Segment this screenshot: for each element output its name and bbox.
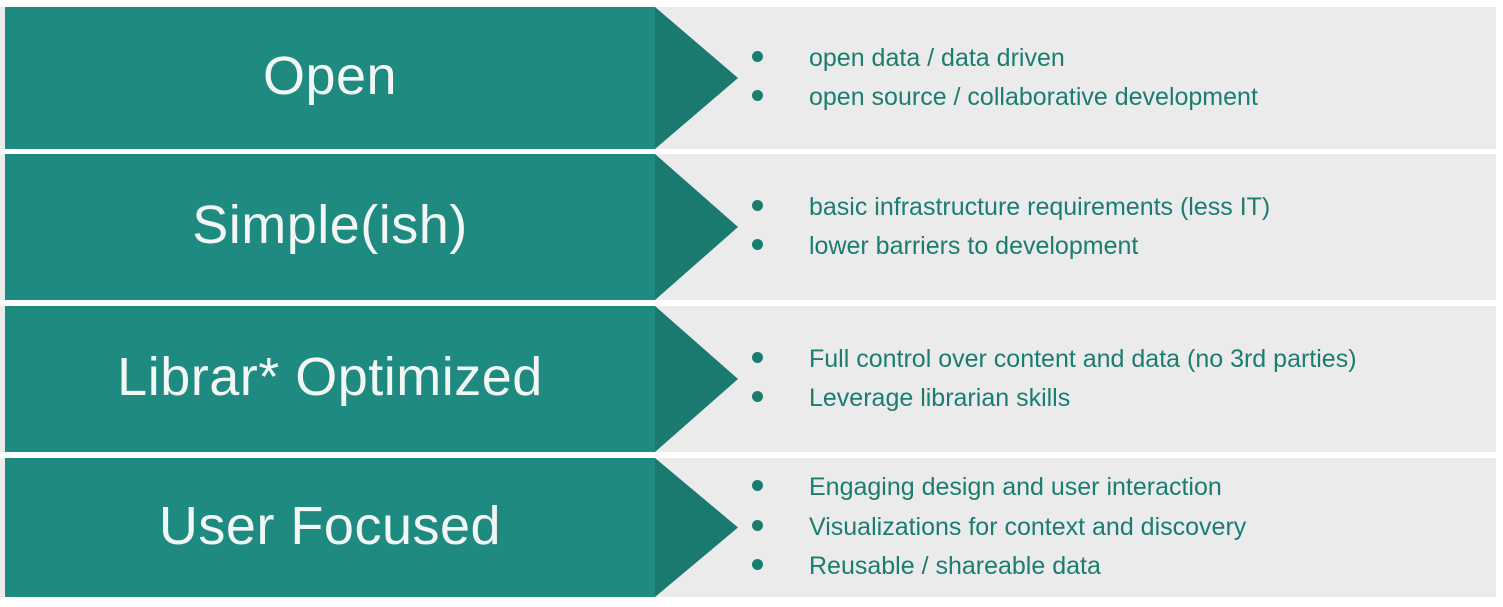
list-item: basic infrastructure requirements (less …: [752, 190, 1493, 226]
arrow-head-icon-2: [655, 154, 738, 300]
bullet-list-3: Full control over content and data (no 3…: [752, 306, 1493, 452]
arrow-head-icon-3: [655, 306, 738, 452]
bullet-dot-icon: [752, 559, 763, 571]
bullet-text: basic infrastructure requirements (less …: [809, 192, 1271, 221]
bullet-text: open data / data driven: [809, 43, 1065, 72]
bullet-text: Full control over content and data (no 3…: [809, 344, 1357, 373]
arrow-body-3: [5, 306, 655, 452]
process-row-user-focused: User Focused Engaging design and user in…: [0, 458, 1503, 597]
list-item: Reusable / shareable data: [752, 549, 1493, 585]
arrow-banner-4: User Focused: [5, 458, 738, 597]
band-label-1: Open: [262, 46, 398, 106]
arrow-banner-3: Librar* Optimized: [5, 306, 738, 452]
list-item: lower barriers to development: [752, 229, 1493, 265]
bullet-text: Reusable / shareable data: [809, 552, 1101, 581]
bullet-text: Engaging design and user interaction: [809, 473, 1222, 502]
process-row-open: Open open data / data driven open source…: [0, 7, 1503, 149]
band-label-3: Librar* Optimized: [117, 347, 543, 407]
list-item: Visualizations for context and discovery: [752, 510, 1493, 546]
arrow-banner-2: Simple(ish): [5, 154, 738, 300]
bullet-dot-icon: [752, 391, 763, 402]
bullet-dot-icon: [752, 50, 763, 62]
bullet-dot-icon: [752, 519, 763, 531]
list-item: open data / data driven: [752, 41, 1493, 77]
bullet-dot-icon: [752, 480, 763, 492]
list-item: open source / collaborative development: [752, 80, 1493, 116]
arrow-body-2: [5, 154, 655, 300]
arrow-body-4: [5, 458, 655, 597]
bullet-text: Visualizations for context and discovery: [809, 512, 1247, 541]
bullet-dot-icon: [752, 90, 763, 101]
band-label-4: User Focused: [158, 495, 502, 556]
arrow-head-icon-4: [655, 458, 738, 597]
arrow-head-icon-1: [655, 7, 738, 149]
bullet-dot-icon: [752, 199, 763, 211]
bullet-text: Leverage librarian skills: [809, 384, 1071, 412]
list-item: Full control over content and data (no 3…: [752, 342, 1493, 378]
bullet-dot-icon: [752, 351, 763, 363]
list-item: Engaging design and user interaction: [752, 470, 1493, 506]
process-row-simple: Simple(ish) basic infrastructure require…: [0, 154, 1503, 300]
bullet-text: lower barriers to development: [809, 232, 1139, 260]
bullet-list-4: Engaging design and user interaction Vis…: [752, 458, 1493, 597]
list-item: Leverage librarian skills: [752, 381, 1493, 417]
bullet-list-2: basic infrastructure requirements (less …: [752, 154, 1493, 300]
bullet-text: open source / collaborative development: [809, 83, 1258, 111]
bullet-list-1: open data / data driven open source / co…: [752, 7, 1493, 149]
arrow-body-1: [5, 7, 655, 149]
arrow-banner-1: Open: [5, 7, 738, 149]
band-label-2: Simple(ish): [192, 195, 468, 255]
process-row-librar-optimized: Librar* Optimized Full control over cont…: [0, 306, 1503, 452]
bullet-dot-icon: [752, 239, 763, 250]
